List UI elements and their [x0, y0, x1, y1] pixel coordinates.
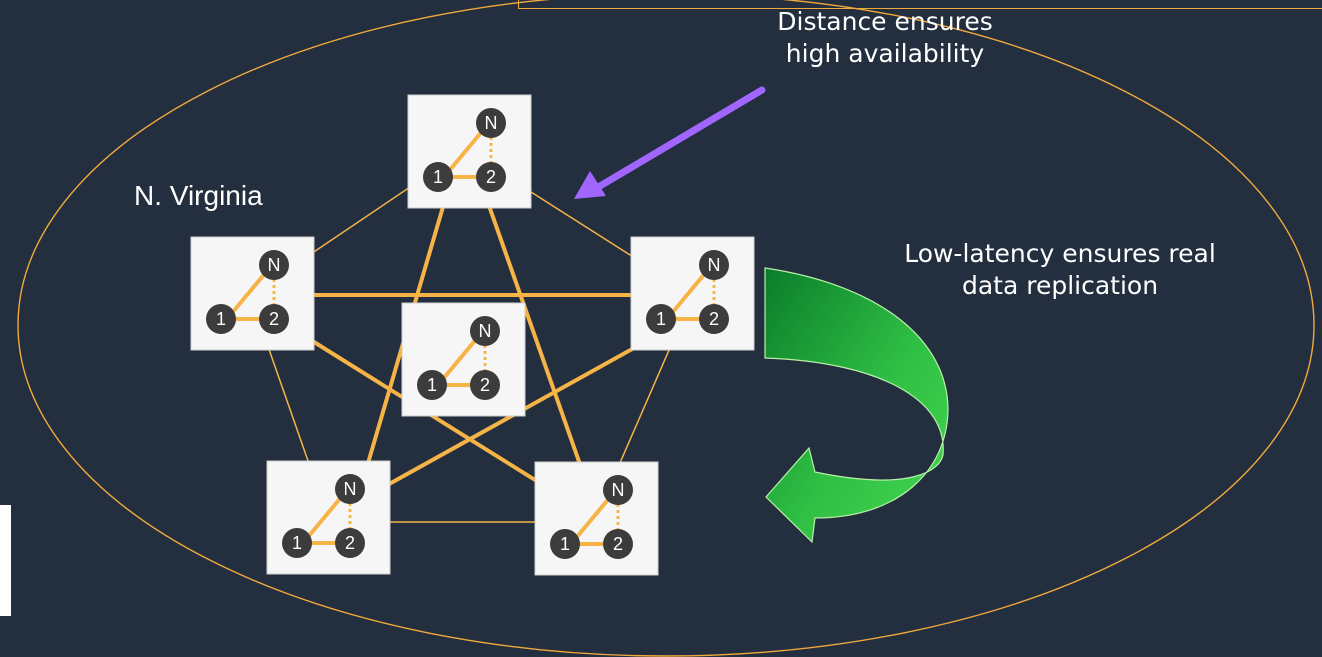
node-circle-n-label: N — [344, 479, 357, 499]
region-boundary — [17, 0, 1315, 657]
node-box — [534, 461, 659, 576]
node-circle-n — [335, 474, 365, 504]
node-circle-2 — [259, 304, 289, 334]
node-circle-2-label: 2 — [480, 375, 490, 395]
node-circle-2 — [699, 304, 729, 334]
node-box — [190, 236, 315, 351]
node-circle-n — [476, 108, 506, 138]
node-circle-1-label: 1 — [216, 309, 226, 329]
node-circle-2 — [470, 370, 500, 400]
link-top-bottomright — [485, 198, 584, 472]
node-circle-1 — [282, 528, 312, 558]
node-circle-2 — [335, 528, 365, 558]
node-right: N 1 2 — [630, 236, 755, 351]
node-left: N 1 2 — [190, 236, 315, 351]
node-circle-2-label: 2 — [613, 534, 623, 554]
distance-annotation: Distance ensures high availability — [777, 7, 993, 68]
node-circle-1-label: 1 — [656, 309, 666, 329]
node-circle-1 — [646, 304, 676, 334]
node-circle-1-label: 1 — [560, 534, 570, 554]
node-circle-n — [259, 250, 289, 280]
curved-replication-arrow-icon — [764, 267, 949, 544]
node-circle-2 — [476, 162, 506, 192]
node-bottom-left: N 1 2 — [266, 460, 391, 575]
node-circle-n — [470, 316, 500, 346]
node-box — [401, 302, 526, 417]
node-circle-n-label: N — [268, 255, 281, 275]
node-center: N 1 2 — [401, 302, 526, 417]
node-circle-2-label: 2 — [269, 309, 279, 329]
node-circle-2-label: 2 — [345, 533, 355, 553]
node-box — [407, 94, 532, 209]
node-circle-1 — [550, 529, 580, 559]
node-circle-1-label: 1 — [433, 167, 443, 187]
node-circle-2 — [603, 529, 633, 559]
node-circle-1-label: 1 — [292, 533, 302, 553]
left-edge-panel — [0, 505, 11, 616]
node-circle-n-label: N — [479, 321, 492, 341]
node-box — [266, 460, 391, 575]
node-circle-2-label: 2 — [486, 167, 496, 187]
region-label: N. Virginia — [134, 180, 263, 211]
node-circle-2-label: 2 — [709, 309, 719, 329]
node-circle-1 — [423, 162, 453, 192]
node-circle-n-label: N — [612, 480, 625, 500]
node-circle-1-label: 1 — [427, 375, 437, 395]
node-circle-1 — [206, 304, 236, 334]
latency-annotation: Low-latency ensures real data replicatio… — [904, 239, 1216, 300]
node-circle-n-label: N — [485, 113, 498, 133]
node-box — [630, 236, 755, 351]
distance-arrow-icon — [574, 86, 766, 199]
node-bottom-right: N 1 2 — [534, 461, 659, 576]
node-top: N 1 2 — [407, 94, 532, 209]
node-circle-n — [699, 250, 729, 280]
node-circle-n — [603, 475, 633, 505]
node-circle-n-label: N — [708, 255, 721, 275]
top-frame-edge — [518, 0, 1322, 9]
node-circle-1 — [417, 370, 447, 400]
